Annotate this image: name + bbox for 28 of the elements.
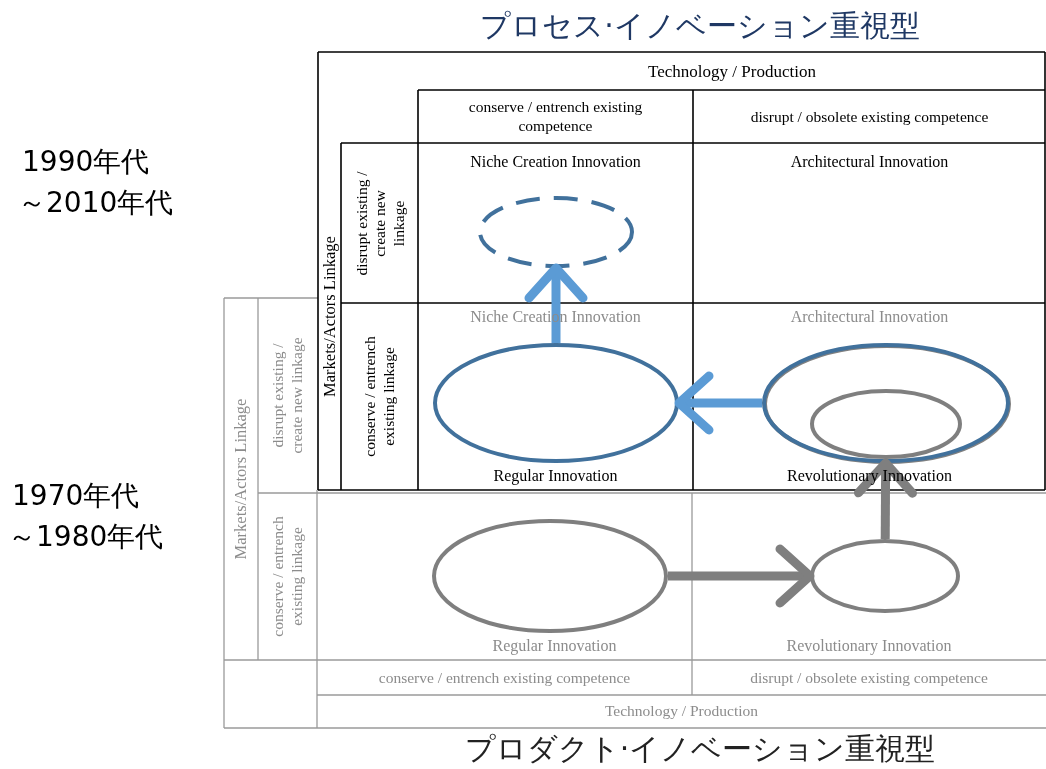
quadrant-label: Niche Creation Innovation [470, 152, 641, 172]
quadrant-label: Revolutionary Innovation [786, 636, 952, 656]
column-header: conserve / entrench existing competence [378, 668, 631, 688]
row-header: disrupt existing / create new linkage [268, 336, 306, 456]
header-text: Technology / Production [648, 61, 816, 83]
column-header: disrupt / obsolete existing competence [750, 107, 989, 127]
era-label: ～1980年代 [8, 520, 164, 554]
arrow [668, 544, 815, 608]
axis-title: Markets/Actors Linkage [319, 236, 340, 397]
axis-title: Markets/Actors Linkage [231, 398, 251, 560]
column-header: conserve / entrench existing competence [467, 98, 644, 136]
heading: プロセス·イノベーション重視型 [480, 8, 920, 44]
column-header: disrupt / obsolete existing competence [750, 668, 988, 688]
header-text: Technology / Production [604, 702, 758, 721]
quadrant-label: Architectural Innovation [790, 152, 949, 172]
era-label: ～2010年代 [18, 186, 174, 220]
era-label: 1990年代 [22, 145, 150, 179]
quadrant-label: Revolutionary Innovation [787, 466, 952, 486]
heading: プロダクト·イノベーション重視型 [464, 730, 936, 767]
quadrant-label: Regular Innovation [492, 636, 617, 656]
era-label: 1970年代 [12, 479, 140, 513]
arrow [854, 458, 917, 540]
row-header: conserve / entrench existing linkage [268, 515, 306, 639]
quadrant-label: Architectural Innovation [790, 307, 949, 327]
row-header: disrupt existing / create new linkage [351, 169, 408, 278]
row-header: conserve / entrench existing linkage [360, 335, 398, 459]
quadrant-label: Regular Innovation [493, 466, 618, 486]
arrow [674, 371, 762, 435]
